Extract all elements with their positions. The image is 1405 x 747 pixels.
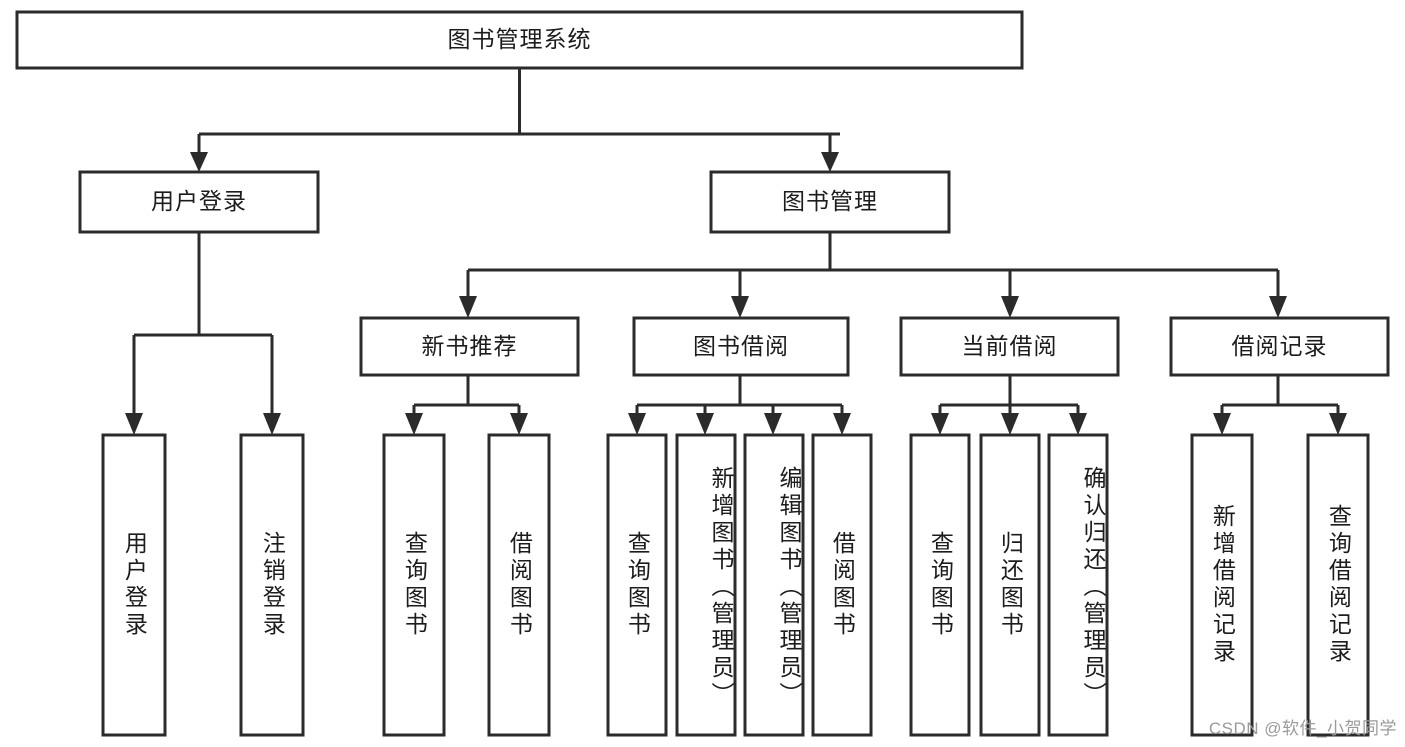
arrow-head-leaf-edit-book	[764, 413, 782, 435]
arrow-head-leaf-query-book-1	[405, 413, 423, 435]
arrow-head-book-borrow	[731, 296, 749, 318]
arrow-head-leaf-query-book-2	[628, 413, 646, 435]
node-box-user-login[interactable]	[78, 170, 320, 234]
watermark: CSDN @软件_小贺同学	[1208, 719, 1397, 738]
edge-group-current-borrow	[931, 375, 1087, 435]
arrow-head-leaf-return-book	[1001, 413, 1019, 435]
node-box-leaf-user-logout[interactable]	[239, 433, 305, 737]
node-box-leaf-query-book-3[interactable]	[909, 433, 971, 737]
edge-group-borrow-record	[1213, 375, 1347, 435]
edge-group-root	[190, 68, 840, 172]
node-box-book-borrow[interactable]	[632, 316, 850, 377]
arrow-head-leaf-user-logout	[263, 413, 281, 435]
edge-group-user-login	[125, 232, 281, 435]
arrow-head-borrow-record	[1269, 296, 1287, 318]
arrow-head-leaf-query-record	[1329, 413, 1347, 435]
arrow-head-leaf-add-record	[1213, 413, 1231, 435]
node-box-leaf-edit-book[interactable]	[743, 433, 805, 737]
node-box-borrow-record[interactable]	[1169, 316, 1390, 377]
arrow-head-leaf-borrow-book-1	[510, 413, 528, 435]
node-box-root[interactable]	[15, 10, 1024, 70]
edge-group-new-book-rec	[405, 375, 528, 435]
arrow-head-book-mgmt	[821, 152, 839, 172]
node-box-leaf-add-record[interactable]	[1190, 433, 1254, 737]
node-box-leaf-borrow-book-2[interactable]	[811, 433, 873, 737]
node-box-book-mgmt[interactable]	[709, 170, 951, 234]
node-box-leaf-user-login[interactable]	[101, 433, 167, 737]
edge-group-book-borrow	[628, 375, 851, 435]
arrow-head-leaf-confirm-return	[1069, 413, 1087, 435]
node-box-new-book-rec[interactable]	[359, 316, 580, 377]
arrow-head-new-book-rec	[459, 296, 477, 318]
arrow-head-current-borrow	[1001, 296, 1019, 318]
edge-group-book-mgmt	[459, 232, 1287, 318]
node-box-leaf-confirm-return[interactable]	[1047, 433, 1109, 737]
arrow-head-user-login	[190, 152, 208, 172]
node-box-leaf-borrow-book-1[interactable]	[487, 433, 551, 737]
arrow-head-leaf-add-book	[696, 413, 714, 435]
node-box-current-borrow[interactable]	[899, 316, 1120, 377]
node-box-leaf-return-book[interactable]	[979, 433, 1041, 737]
node-box-leaf-query-book-1[interactable]	[382, 433, 446, 737]
arrow-head-leaf-user-login	[125, 413, 143, 435]
arrow-head-leaf-borrow-book-2	[833, 413, 851, 435]
node-box-leaf-query-record[interactable]	[1306, 433, 1370, 737]
node-box-leaf-query-book-2[interactable]	[606, 433, 668, 737]
node-box-leaf-add-book[interactable]	[675, 433, 737, 737]
arrow-head-leaf-query-book-3	[931, 413, 949, 435]
